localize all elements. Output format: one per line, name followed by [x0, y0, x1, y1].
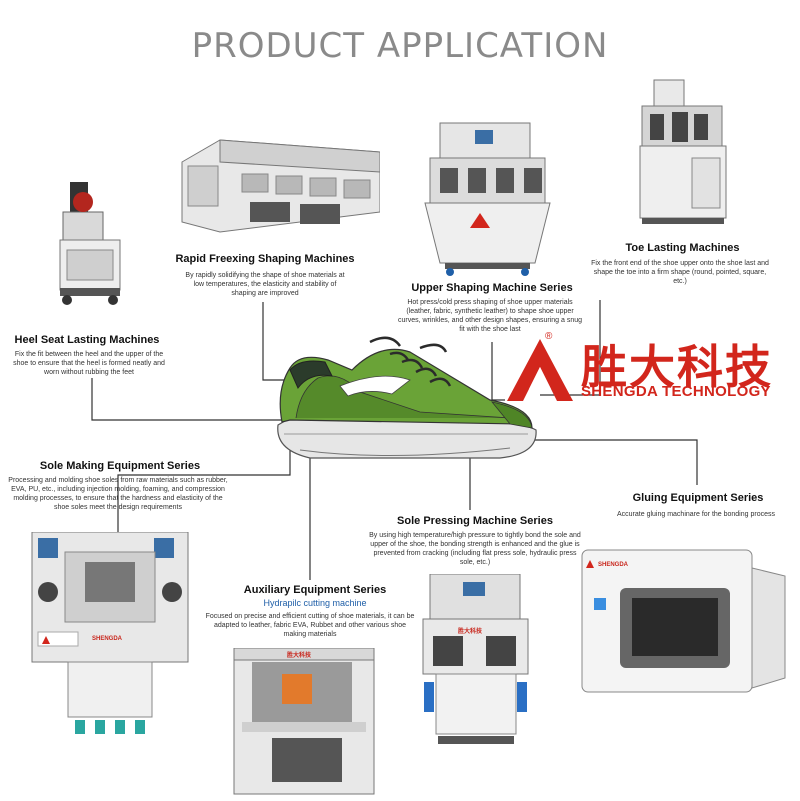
sole-making-title: Sole Making Equipment Series: [39, 460, 201, 472]
sneaker-illustration: [277, 336, 537, 459]
heel-seat-machine-image: [45, 172, 135, 307]
gluing-brand-label: SHENGDA: [598, 562, 629, 568]
auxiliary-title: Auxiliary Equipment Series: [243, 584, 387, 596]
upper-shaping-title: Upper Shaping Machine Series: [411, 282, 573, 294]
sole-pressing-machine-image: 胜大科技: [418, 573, 533, 749]
toe-lasting-title: Toe Lasting Machines: [625, 242, 740, 254]
registered-mark: ®: [545, 331, 553, 342]
auxiliary-brand-label: 胜大科技: [287, 653, 312, 659]
sole-pressing-description: By using high temperature/high pressure …: [369, 532, 581, 566]
gluing-description: Accurate gluing machinare for the bondin…: [617, 511, 775, 518]
gluing-machine-image: SHENGDA: [580, 548, 790, 696]
auxiliary-description: Focused on precise and efficient cutting…: [205, 613, 415, 638]
page-title: PRODUCT APPLICATION: [191, 26, 609, 66]
connector-gluing: [520, 439, 698, 485]
sole-making-machine-image: SHENGDA: [30, 531, 190, 742]
freezing-machine-image: [180, 132, 381, 242]
shengda-logo: ® 胜大科技 SHENGDA TECHNOLOGY: [505, 331, 775, 407]
auxiliary-subtitle: Hydrapilc cutting machine: [263, 598, 367, 608]
heel-seat-description: Fix the fit between the heel and the upp…: [13, 351, 165, 376]
connector-sole-making: [117, 450, 291, 532]
sole-making-description: Processing and molding shoe soles from r…: [8, 477, 228, 511]
freezing-description: By rapidly solidifying the shape of shoe…: [185, 272, 345, 297]
sole-making-brand-label: SHENGDA: [92, 636, 123, 642]
toe-lasting-machine-image: [632, 78, 732, 228]
gluing-title: Gluing Equipment Series: [632, 492, 764, 504]
sole-pressing-brand-label: 胜大科技: [458, 629, 483, 635]
upper-shaping-machine-image: [420, 118, 555, 278]
shengda-logo-mark-icon: [507, 339, 573, 401]
upper-shaping-description: Hot press/cold press shaping of shoe upp…: [397, 299, 583, 333]
toe-lasting-description: Fix the front end of the shoe upper onto…: [591, 260, 769, 285]
connector-heel-seat: [91, 378, 295, 421]
heel-seat-title: Heel Seat Lasting Machines: [14, 334, 160, 346]
freezing-title: Rapid Freexing Shaping Machines: [175, 253, 355, 265]
logo-english-text: SHENGDA TECHNOLOGY: [581, 383, 771, 400]
sole-pressing-title: Sole Pressing Machine Series: [397, 515, 553, 527]
logo-chinese-text: 胜大科技: [581, 340, 773, 394]
hydraulic-cutting-machine-image: 胜大科技: [232, 647, 377, 796]
